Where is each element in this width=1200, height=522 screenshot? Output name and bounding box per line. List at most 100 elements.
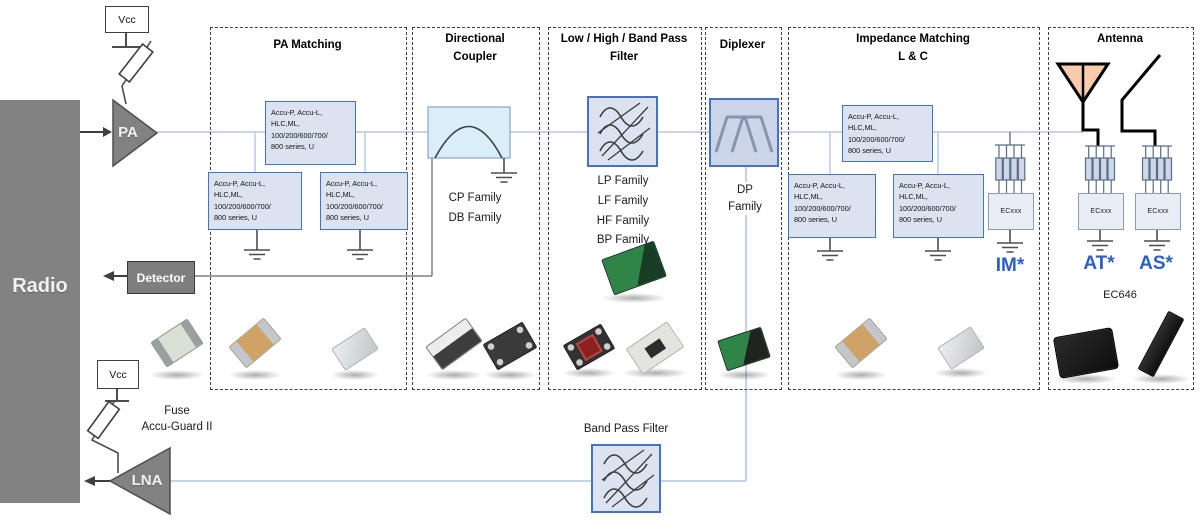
fuse-caption-line1: Fuse <box>164 405 190 417</box>
vcc-bottom-box: Vcc <box>97 360 139 389</box>
component-box-line1: Accu-P, Accu-L, <box>326 179 377 188</box>
rx-filter-label: Band Pass Filter <box>583 423 669 435</box>
section-filter <box>548 27 702 390</box>
pa-input-arrowhead-icon <box>103 127 112 137</box>
as-tag: AS* <box>1139 253 1173 274</box>
filter-families-caption: LP Family LF Family HF Family BP Family <box>580 172 666 251</box>
section-diplexer <box>705 27 782 390</box>
photo-coupler-chip-white <box>422 316 486 380</box>
component-box-line4: 800 series, U <box>326 212 369 222</box>
at-tag: AT* <box>1083 253 1115 274</box>
title-filter-line2: Filter <box>609 50 639 63</box>
pa-matching-shunt-box-left: Accu-P, Accu-L, HLC,ML, 100/200/600/700/… <box>208 172 302 230</box>
component-box-line4: 800 series, U <box>214 212 257 222</box>
title-impedance-line1: Impedance Matching <box>856 33 970 45</box>
lna-amplifier-icon <box>108 446 171 516</box>
filter-family-bp: BP Family <box>596 234 650 247</box>
antenna-part-number: EC646 <box>1103 289 1137 301</box>
component-box-line3: 100/200/600/700/ <box>271 130 328 140</box>
photo-smd-fuse-chip <box>146 314 208 380</box>
vcc-top-rail-icon <box>112 31 140 48</box>
coupler-family-db: DB Family <box>448 212 502 225</box>
filter-family-hf: HF Family <box>596 214 650 227</box>
component-box-line1: Accu-P, Accu-L, <box>214 179 265 188</box>
lna-label: LNA <box>131 472 163 489</box>
component-box-line4: 800 series, U <box>271 141 314 151</box>
title-pa-matching: PA Matching <box>273 39 342 51</box>
detector-block: Detector <box>127 261 195 294</box>
photo-filter-chip-red <box>560 322 618 378</box>
component-box-line3: 100/200/600/700/ <box>848 134 905 144</box>
component-box-line3: 100/200/600/700/ <box>326 201 383 211</box>
detector-feed-line <box>193 158 433 277</box>
impedance-shunt-box-left: Accu-P, Accu-L, HLC,ML, 100/200/600/700/… <box>788 174 876 238</box>
component-box-line4: 800 series, U <box>848 145 891 155</box>
photo-diplexer-module-green <box>714 324 774 380</box>
component-box-line2: HLC,ML, <box>214 190 243 200</box>
diplexer-family-line1: DP <box>737 184 753 196</box>
photo-filter-module-green <box>598 240 670 303</box>
vcc-top-box: Vcc <box>105 6 149 33</box>
photo-smd-capacitor-im <box>931 324 991 378</box>
detector-arrowhead-icon <box>103 271 114 281</box>
component-box-line4: 800 series, U <box>794 214 837 224</box>
title-diplexer: Diplexer <box>719 39 766 51</box>
title-directional-coupler-line1: Directional <box>445 33 505 45</box>
photo-filter-chip-white <box>618 320 692 378</box>
title-filter: Low / High / Band Pass Filter <box>544 31 704 67</box>
component-box-line4: 800 series, U <box>899 214 942 224</box>
title-antenna: Antenna <box>1097 33 1143 45</box>
at-tuner-box: ECxxx <box>1078 193 1124 230</box>
component-box-line1: Accu-P, Accu-L, <box>794 181 845 190</box>
fuse-caption-line2: Accu-Guard II <box>141 421 213 434</box>
title-directional-coupler-line2: Coupler <box>453 50 497 63</box>
fuse-symbol-top-icon <box>118 42 154 84</box>
photo-wirewound-inductor-im <box>831 314 891 380</box>
title-impedance-line2: L & C <box>898 50 928 63</box>
component-box-line2: HLC,ML, <box>326 190 355 200</box>
component-box-line2: HLC,ML, <box>899 192 928 202</box>
lna-output-arrowhead-icon <box>84 476 95 486</box>
fuse-symbol-bottom-icon <box>86 400 121 440</box>
coupler-arc-icon <box>434 125 503 159</box>
component-box-line2: HLC,ML, <box>271 119 300 129</box>
component-box-line1: Accu-P, Accu-L, <box>848 112 899 121</box>
as-tuner-network-icon <box>1141 145 1173 193</box>
photo-coupler-chip-black <box>480 320 540 380</box>
title-filter-line1: Low / High / Band Pass <box>560 33 688 45</box>
photo-wirewound-inductor-pa <box>226 314 284 380</box>
component-box-line3: 100/200/600/700/ <box>214 201 271 211</box>
section-antenna <box>1048 27 1194 390</box>
vcc-bottom-rail-icon <box>105 387 129 402</box>
rx-filter-symbol-icon <box>591 444 661 513</box>
photo-antenna-bar-component <box>1128 310 1194 384</box>
component-box-line2: HLC,ML, <box>794 192 823 202</box>
as-tuner-box: ECxxx <box>1135 193 1181 230</box>
matching-stub-lines <box>254 132 939 174</box>
diplexer-family-caption: DP Family <box>724 182 766 216</box>
antenna-triangle-icon <box>1055 62 1111 146</box>
impedance-shunt-box-mid: Accu-P, Accu-L, HLC,ML, 100/200/600/700/… <box>893 174 984 238</box>
filter-symbol-icon <box>587 96 658 167</box>
diplexer-family-line2: Family <box>728 200 762 213</box>
coupler-families-caption: CP Family DB Family <box>430 188 520 228</box>
component-box-line1: Accu-P, Accu-L, <box>271 108 322 117</box>
coupler-family-cp: CP Family <box>448 192 502 204</box>
fuse-caption: Fuse Accu-Guard II <box>128 403 226 435</box>
im-tuner-network-icon <box>995 132 1026 193</box>
component-box-line3: 100/200/600/700/ <box>899 203 956 213</box>
diplexer-symbol-icon <box>709 98 779 167</box>
radio-label: Radio <box>12 275 68 297</box>
impedance-series-box: Accu-P, Accu-L, HLC,ML, 100/200/600/700/… <box>842 105 933 162</box>
filter-family-lf: LF Family <box>597 194 649 207</box>
rx-signal-line <box>170 166 747 482</box>
pa-label: PA <box>118 124 138 141</box>
component-box-line2: HLC,ML, <box>848 123 877 133</box>
pa-amplifier-icon <box>112 98 159 168</box>
filter-family-lp: LP Family <box>597 175 649 187</box>
component-box-line1: Accu-P, Accu-L, <box>899 181 950 190</box>
photo-ec646-qfn-chip <box>1051 326 1121 384</box>
title-directional-coupler: Directional Coupler <box>412 31 538 67</box>
